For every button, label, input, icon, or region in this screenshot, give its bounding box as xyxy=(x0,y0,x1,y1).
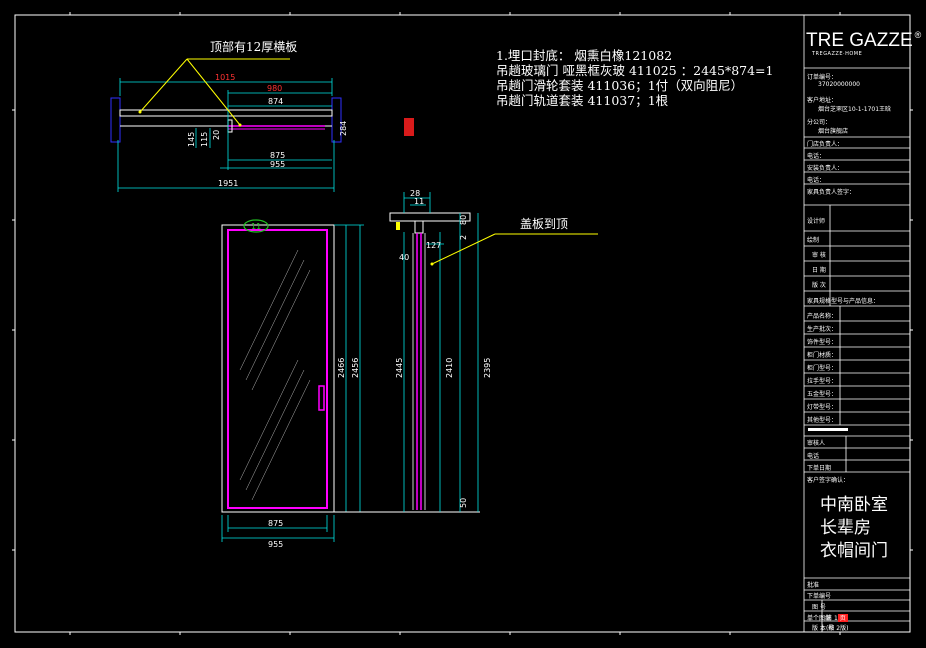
svg-text:145: 145 xyxy=(187,132,196,147)
tb-approve: 批准 xyxy=(807,582,820,589)
note-line-1: 1.埋口封底： 烟熏白橡121082 xyxy=(496,48,673,63)
dim-955: 955 xyxy=(270,160,285,169)
svg-text:28: 28 xyxy=(410,189,420,198)
tb-light-model: 灯带型号： xyxy=(807,404,838,411)
tb-order-label: 订单编号： xyxy=(807,74,838,81)
tb-furniture-sign: 家具负责人签字： xyxy=(807,189,856,196)
note-line-2: 吊趟玻璃门 哑黑框灰玻 411025 ：2445*874=1 xyxy=(496,63,774,78)
material-notes: 1.埋口封底： 烟熏白橡121082 吊趟玻璃门 哑黑框灰玻 411025 ：2… xyxy=(496,48,774,108)
note-line-3: 吊趟门滑轮套装 411036；1付（双向阻尼） xyxy=(496,78,744,93)
tb-customer-sign: 客户签字确认： xyxy=(807,477,850,484)
tb-date: 日 期 xyxy=(812,267,826,274)
callout-top-panel: 顶部有12厚横板 xyxy=(210,40,298,54)
tb-install-lead: 安装负责人： xyxy=(807,165,844,172)
frame-ticks xyxy=(12,12,913,635)
svg-text:284: 284 xyxy=(339,121,348,136)
tb-door-model: 柜门型号： xyxy=(807,365,838,372)
tb-drawing-no: 图 号 xyxy=(812,604,826,611)
tb-version: (图 2版) xyxy=(826,625,849,632)
plan-view: 1015 980 874 875 955 1951 145 115 20 284 xyxy=(110,58,414,192)
dim-980: 980 xyxy=(267,84,282,93)
svg-text:11: 11 xyxy=(251,222,261,231)
tb-batch: 生产批次： xyxy=(807,326,838,333)
svg-text:80: 80 xyxy=(459,215,468,225)
tb-hardware-model: 五金型号： xyxy=(807,391,838,398)
tb-sheet-of: 第 1 页 xyxy=(826,615,846,622)
tb-branch-label: 分公司： xyxy=(807,119,832,126)
tb-address-label: 客户地址： xyxy=(807,97,838,104)
svg-text:2: 2 xyxy=(459,235,468,240)
svg-text:40: 40 xyxy=(399,253,409,262)
brand-logo: TRE GAZZE® xyxy=(806,30,922,51)
tb-review: 审 核 xyxy=(812,252,826,259)
room-line-2: 长辈房 xyxy=(820,518,871,538)
tb-phone-2: 电话： xyxy=(807,177,826,184)
svg-text:11: 11 xyxy=(414,197,424,206)
title-block-grid xyxy=(803,15,910,632)
front-elevation: 11 875 955 2466 2456 xyxy=(221,219,364,549)
tb-reviewer: 审核人 xyxy=(807,440,826,447)
dim-1951: 1951 xyxy=(218,179,238,188)
tb-branch-value: 烟台旗舰店 xyxy=(818,128,849,135)
tb-other-model: 其他型号： xyxy=(807,417,838,424)
tb-product-name: 产品名称： xyxy=(807,313,838,320)
svg-text:2456: 2456 xyxy=(351,358,360,378)
tb-address-value: 烟台芝罘区10-1-1701王晗 xyxy=(818,106,892,113)
svg-text:2466: 2466 xyxy=(337,358,346,378)
tb-order-value: 37020000000 xyxy=(818,81,860,88)
tb-bar xyxy=(808,428,848,431)
callout-cover-to-top: 盖板到顶 xyxy=(520,217,569,231)
note-line-4: 吊趟门轨道套装 411037；1根 xyxy=(496,93,669,108)
tb-handle-model: 拉手型号： xyxy=(807,378,838,385)
svg-text:115: 115 xyxy=(200,132,209,147)
tb-drawn: 绘制 xyxy=(807,237,820,244)
tb-designer: 设计师 xyxy=(807,218,826,225)
side-section: 28 11 127 40 2445 2410 2395 80 2 50 xyxy=(334,189,598,513)
dim-874: 874 xyxy=(268,97,283,106)
svg-text:875: 875 xyxy=(268,519,283,528)
room-line-1: 中南卧室 xyxy=(820,495,888,515)
tb-order-date: 下单日期 xyxy=(807,465,832,472)
tb-sheet-marker xyxy=(838,614,848,622)
dim-875: 875 xyxy=(270,151,285,160)
drawing-border xyxy=(14,14,911,633)
tb-single-sheet: 单个图纸 xyxy=(807,615,832,622)
brand-subtitle: TREGAZZE·HOME xyxy=(812,51,863,57)
svg-text:1015: 1015 xyxy=(215,73,235,82)
svg-text:127: 127 xyxy=(426,241,441,250)
svg-text:2395: 2395 xyxy=(483,358,492,378)
svg-text:20: 20 xyxy=(212,130,221,140)
svg-text:2445: 2445 xyxy=(395,358,404,378)
svg-text:955: 955 xyxy=(268,540,283,549)
svg-text:2410: 2410 xyxy=(445,358,454,378)
tb-spec-header: 家具规格型号与产品信息： xyxy=(807,298,880,305)
tb-order-no: 下单编号 xyxy=(807,593,832,600)
tb-phone-1: 电话： xyxy=(807,153,826,160)
svg-text:50: 50 xyxy=(459,498,468,508)
tb-door-material: 柜门材质： xyxy=(807,352,838,359)
tb-page-label: 版 本 号 xyxy=(812,625,834,632)
tb-revision: 版 次 xyxy=(812,282,826,289)
tb-trim-model: 饰件型号： xyxy=(807,339,838,346)
tb-phone-3: 电话 xyxy=(807,453,820,460)
tb-store-lead: 门店负责人： xyxy=(807,141,844,148)
room-line-3: 衣帽间门 xyxy=(820,541,888,561)
